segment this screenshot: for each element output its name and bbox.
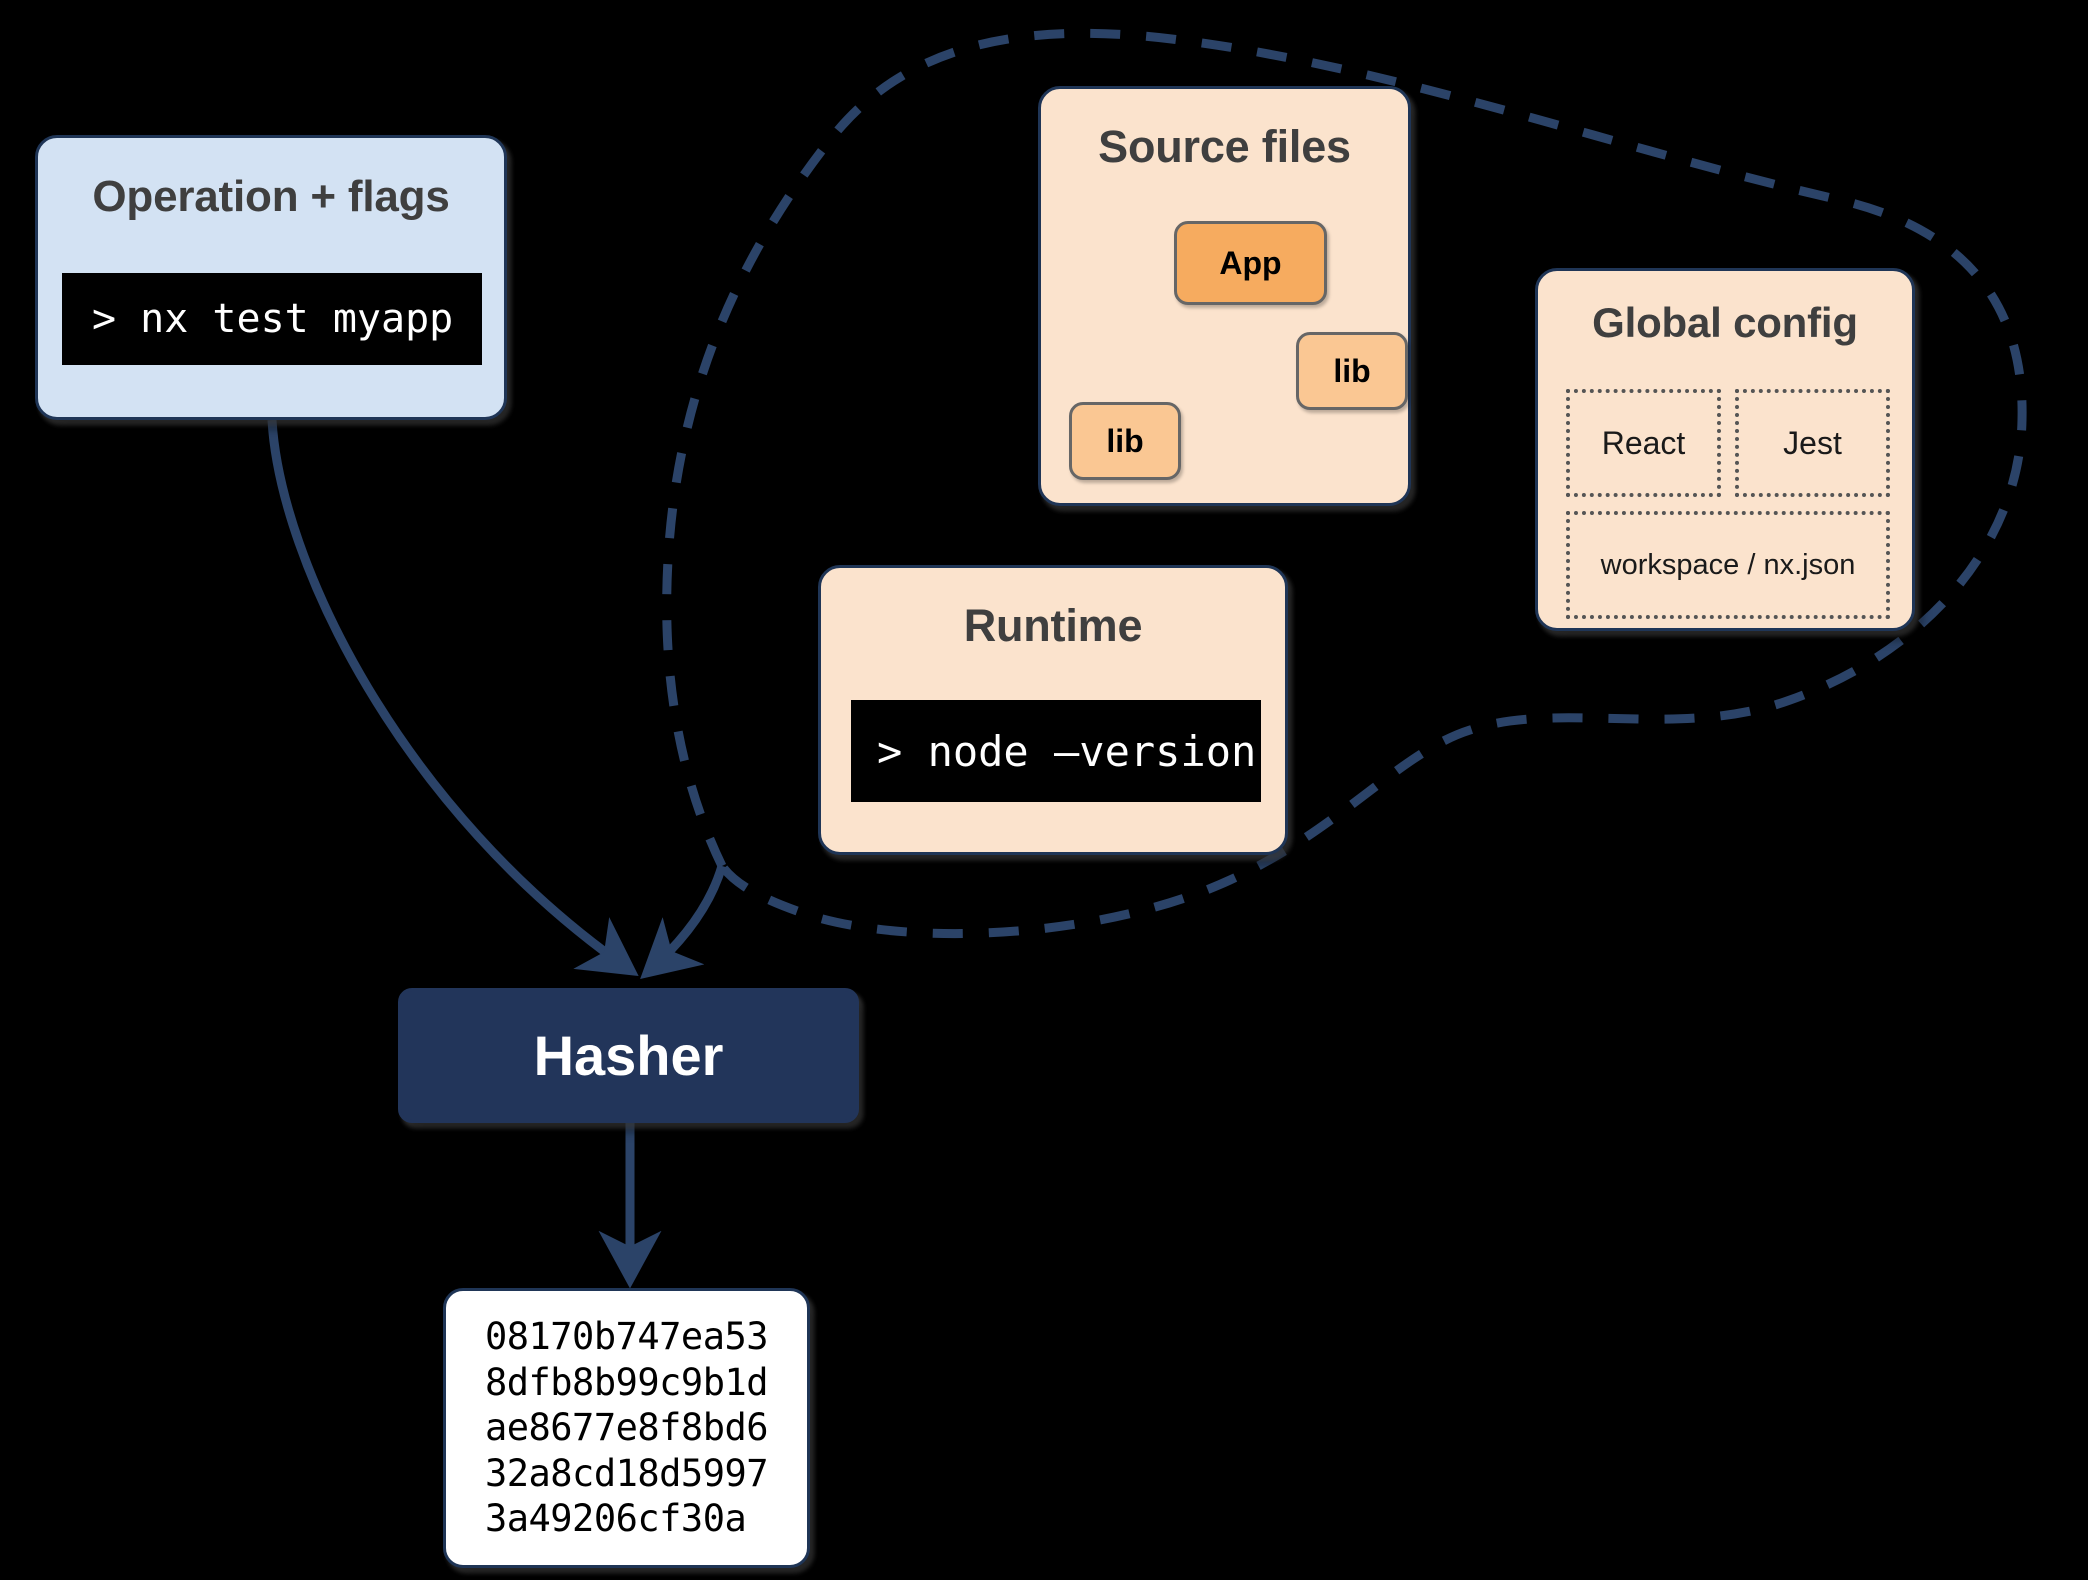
runtime-card: Runtime > node –version: [818, 565, 1288, 855]
hash-result-card: 08170b747ea53 8dfb8b99c9b1d ae8677e8f8bd…: [443, 1288, 810, 1568]
global-config-cell-react: React: [1566, 389, 1721, 497]
global-config-cell-workspace-label: workspace / nx.json: [1600, 548, 1856, 581]
source-files-title: Source files: [1098, 121, 1351, 172]
global-config-card: Global config React Jest workspace / nx.…: [1535, 268, 1915, 631]
operation-flags-title: Operation + flags: [92, 172, 450, 221]
operation-flags-card: Operation + flags > nx test myapp: [35, 135, 507, 420]
global-config-cell-react-label: React: [1601, 424, 1686, 461]
global-config-cell-jest-label: Jest: [1783, 424, 1842, 461]
project-node-lib-left-label: lib: [1106, 422, 1144, 459]
hash-result-text: 08170b747ea53 8dfb8b99c9b1d ae8677e8f8bd…: [484, 1315, 769, 1541]
project-node-lib-right: lib: [1296, 332, 1408, 410]
runtime-command-text: > node –version: [877, 726, 1257, 776]
global-config-row-top: React Jest: [1566, 389, 1890, 497]
global-config-cell-jest: Jest: [1735, 389, 1890, 497]
hasher-card: Hasher: [398, 988, 859, 1123]
edge-inputs-to-hasher: [640, 864, 727, 979]
project-node-app-label: App: [1219, 244, 1282, 281]
edge-operation-to-hasher: [267, 419, 639, 977]
global-config-grid: React Jest workspace / nx.json: [1566, 389, 1890, 619]
global-config-title: Global config: [1592, 299, 1858, 346]
runtime-title: Runtime: [963, 600, 1143, 651]
global-config-cell-workspace: workspace / nx.json: [1566, 511, 1890, 619]
operation-command-terminal: > nx test myapp: [62, 273, 482, 365]
source-files-card: Source files App lib lib: [1038, 86, 1411, 506]
runtime-command-terminal: > node –version: [851, 700, 1261, 802]
project-node-lib-left: lib: [1069, 402, 1181, 480]
hasher-label: Hasher: [533, 1024, 724, 1087]
project-node-app: App: [1174, 221, 1327, 305]
project-node-lib-right-label: lib: [1333, 352, 1371, 389]
operation-command-text: > nx test myapp: [92, 296, 454, 342]
